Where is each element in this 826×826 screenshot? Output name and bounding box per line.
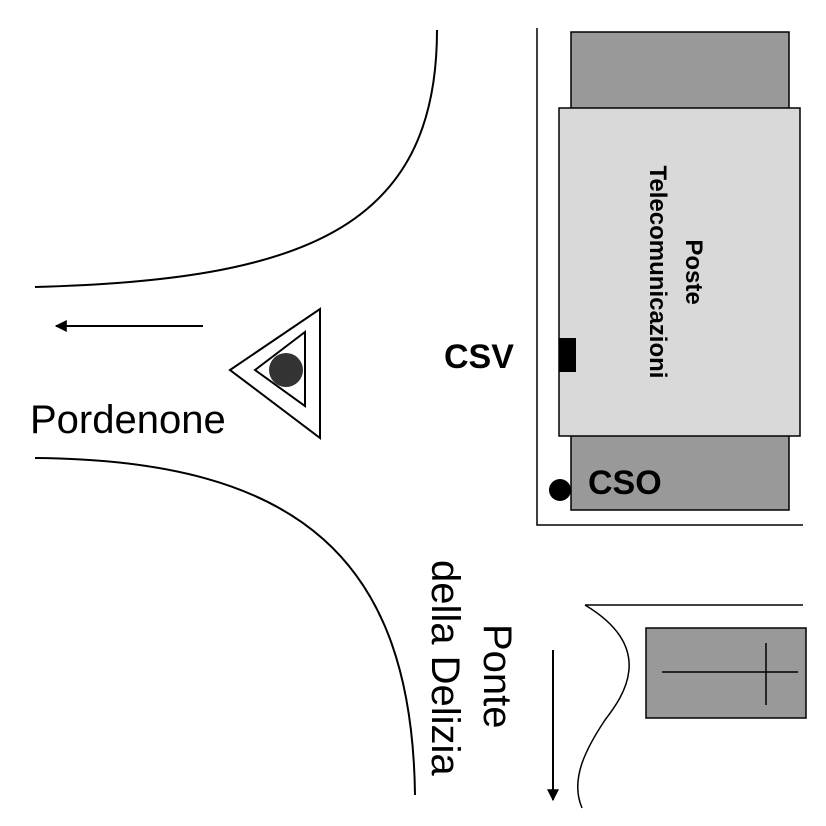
pordenone-label: Pordenone — [30, 398, 226, 442]
poste-building-main — [558, 107, 801, 437]
triangle-warning-icon — [228, 307, 321, 441]
road-edge-north-curve — [34, 29, 438, 288]
road-edge-south-curve — [34, 457, 416, 796]
poste-label-line1: Poste — [680, 239, 707, 304]
small-building — [645, 627, 807, 719]
cso-label: CSO — [588, 464, 662, 502]
cso-marker-icon — [549, 479, 571, 501]
poste-label-line2: Telecomunicazioni — [644, 166, 671, 379]
csv-marker-icon — [559, 338, 576, 372]
ponte-label-line2: della Delizia — [423, 560, 467, 776]
ponte-label-line1: Ponte — [475, 624, 519, 729]
lot-outline — [536, 28, 803, 526]
riverbank-curve — [577, 604, 630, 809]
csv-label: CSV — [444, 338, 514, 376]
